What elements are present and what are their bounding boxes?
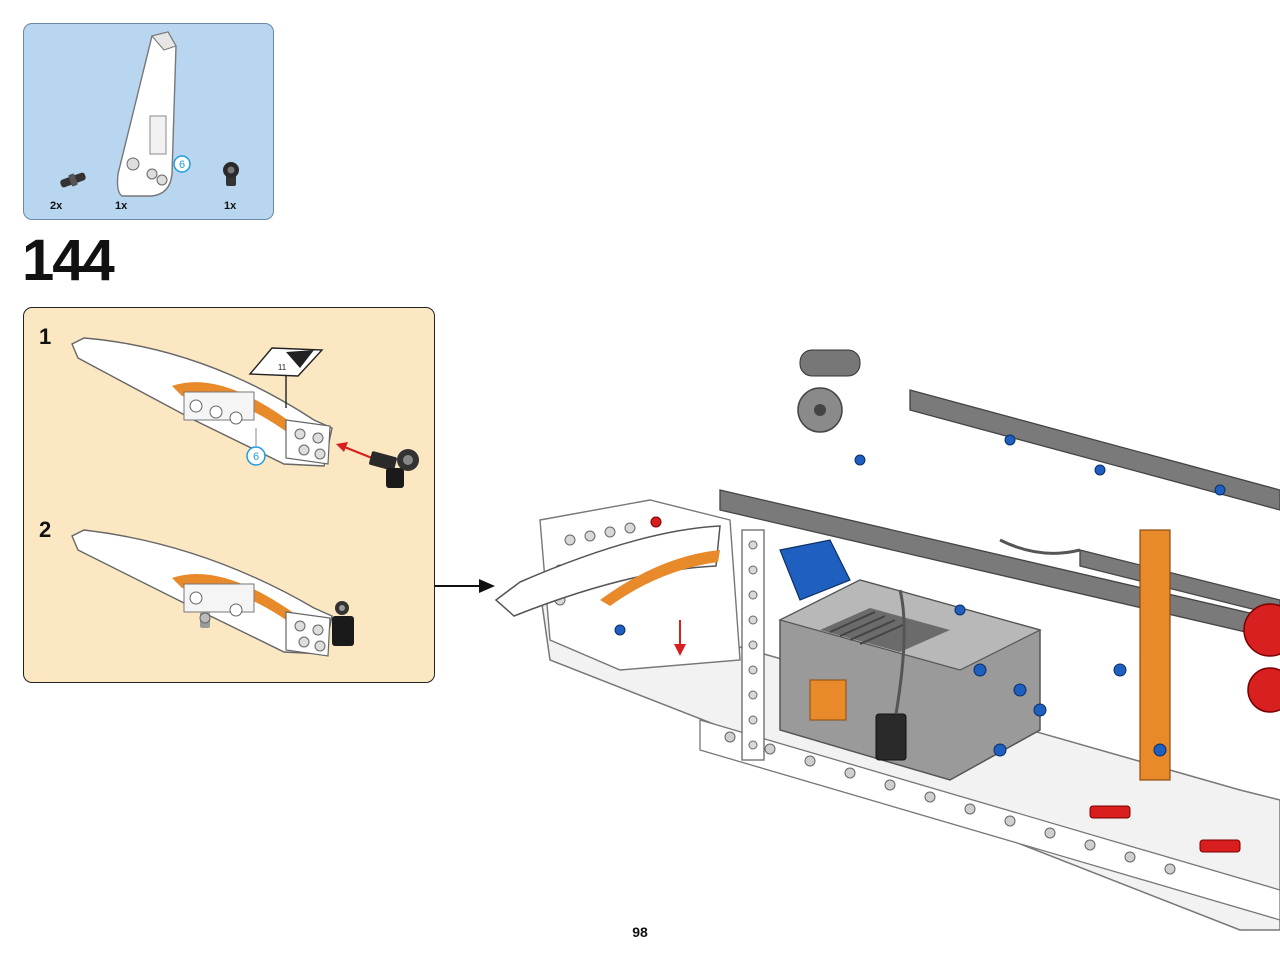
blue-pins <box>614 434 1226 757</box>
red-arrow-icon <box>674 620 686 656</box>
part-qty-wing-panel: 1x <box>115 200 128 212</box>
substep-2-wing <box>71 529 354 657</box>
substep-label-2: 2 <box>39 517 52 542</box>
step-arrow-icon <box>435 579 495 593</box>
cable <box>999 538 1081 555</box>
battery-box <box>778 579 1042 781</box>
substep-label-1: 1 <box>39 324 52 349</box>
substep-1-wing: 6 <box>71 337 333 467</box>
red-arrow-icon <box>336 442 373 460</box>
top-beams <box>719 389 1280 641</box>
red-pins <box>650 516 1241 853</box>
sub-assembly-panel: 1 2 6 11 <box>23 307 435 683</box>
sub-assembly-illustration: 6 11 <box>71 337 419 657</box>
blue-motor <box>779 539 851 601</box>
substep-1-callout: 6 <box>253 451 259 463</box>
callout-circle <box>173 155 191 173</box>
orange-block <box>809 679 847 721</box>
step-number: 144 <box>22 228 115 293</box>
attached-wing <box>494 525 721 617</box>
page-number: 98 <box>632 924 648 940</box>
orange-panel <box>1139 529 1171 781</box>
wing-panel-icon: 6 <box>116 31 191 197</box>
sticker-number: 11 <box>278 363 287 372</box>
axle-connector-icon <box>332 601 354 646</box>
wing-callout-number: 6 <box>179 159 185 171</box>
axle-connector-icon <box>369 449 419 488</box>
main-model-illustration <box>494 349 1280 931</box>
axle-pin-icon <box>199 612 211 628</box>
parts-list-panel: 6 2x 1x 1x <box>23 23 274 220</box>
red-gear-icon <box>1243 603 1280 713</box>
callout-circle <box>246 446 266 466</box>
parts-illustration: 6 <box>60 31 239 197</box>
cable-plug <box>875 713 907 761</box>
axle-connector-icon <box>223 162 239 186</box>
cable <box>894 589 906 715</box>
side-beam <box>699 719 1280 921</box>
axle-pin-icon <box>60 172 86 188</box>
vertical-beam <box>741 529 765 761</box>
part-qty-axle-pin: 2x <box>50 200 63 212</box>
gear-icon <box>797 349 861 433</box>
part-qty-axle-connector: 1x <box>224 200 237 212</box>
sticker-icon: 11 <box>248 347 324 408</box>
